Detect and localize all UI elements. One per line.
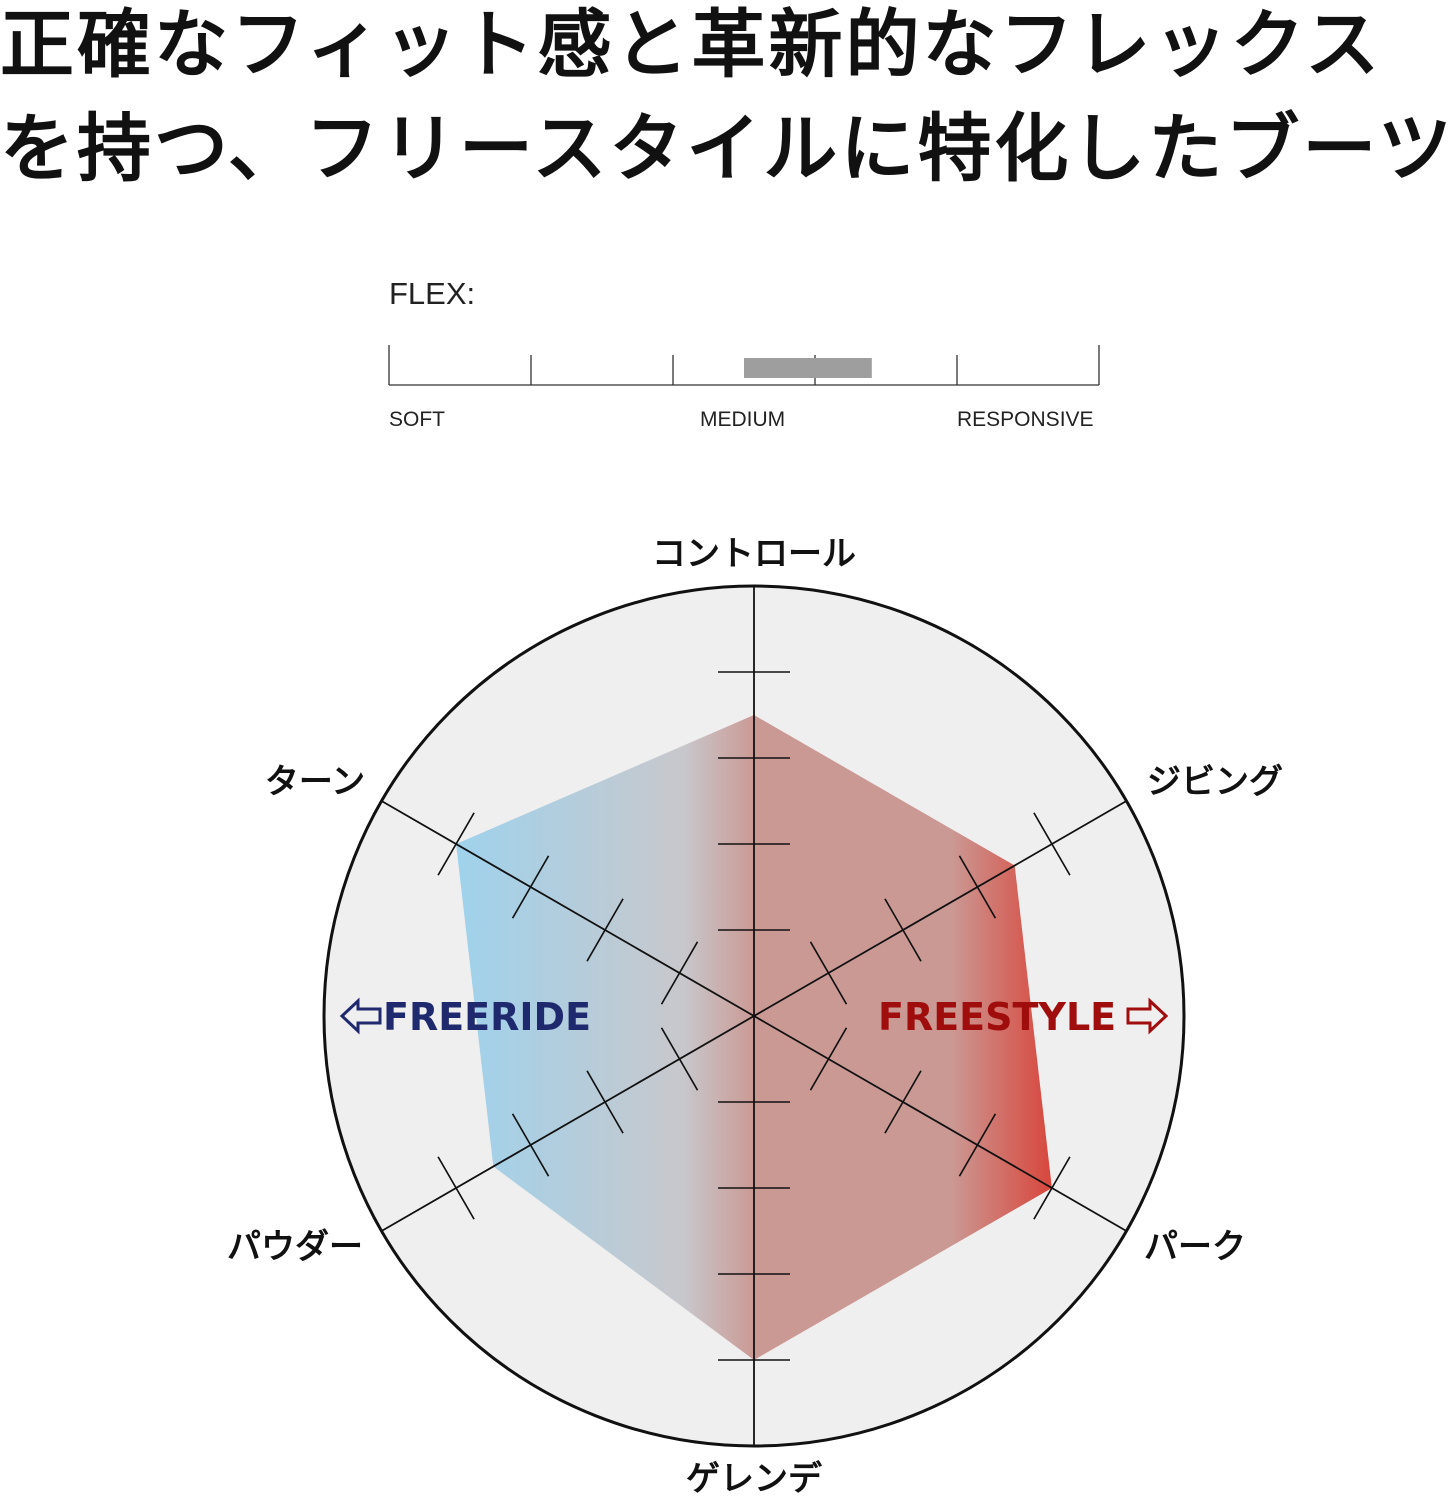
radar-axis-line [381,1015,755,1232]
freestyle-text: FREESTYLE [878,995,1116,1039]
radar-tick [809,1027,848,1091]
radar-axis-label: ジビング [1147,762,1283,802]
radar-tick [809,941,848,1005]
radar-tick [884,1070,922,1134]
radar-tick [958,1113,997,1177]
flex-soft-label: SOFT [389,408,445,431]
radar-tick [660,941,699,1005]
radar-tick [884,898,922,962]
radar-axis-line [753,800,1127,1017]
arrow-right-icon [1126,997,1169,1035]
radar-tick [586,1070,624,1134]
headline-line-2: を持つ、フリースタイルに特化したブーツ [0,106,1448,192]
headline-line-1: 正確なフィット感と革新的なフレックス [0,2,1383,88]
radar-tick [660,1027,699,1091]
radar-tick [958,855,997,919]
radar-tick [437,1156,475,1220]
flex-label: FLEX: [389,276,475,311]
radar-axis-label: ゲレンデ [686,1459,823,1499]
radar-tick [1033,1156,1071,1220]
arrow-left-icon [339,997,382,1035]
flex-responsive-label: RESPONSIVE [957,408,1094,431]
radar-axis-label: コントロール [652,534,856,574]
radar-axis-label: パーク [1144,1227,1246,1267]
radar-tick [586,898,624,962]
radar-axis-line [381,800,755,1017]
flex-medium-label: MEDIUM [700,408,785,431]
radar-axis-label: ターン [265,762,365,802]
radar-tick [1033,812,1071,876]
radar-axes [381,586,1127,1446]
radar-axis-line [753,1015,1127,1232]
freestyle-label: FREESTYLE [878,995,1169,1039]
radar-tick [511,855,550,919]
radar-axis-label: パウダー [227,1227,363,1267]
radar-tick [437,812,475,876]
flex-range-bar [744,358,872,378]
freeride-text: FREERIDE [383,995,591,1039]
flex-scale [388,345,1100,386]
freeride-label: FREERIDE [339,995,591,1039]
radar-tick [511,1113,550,1177]
